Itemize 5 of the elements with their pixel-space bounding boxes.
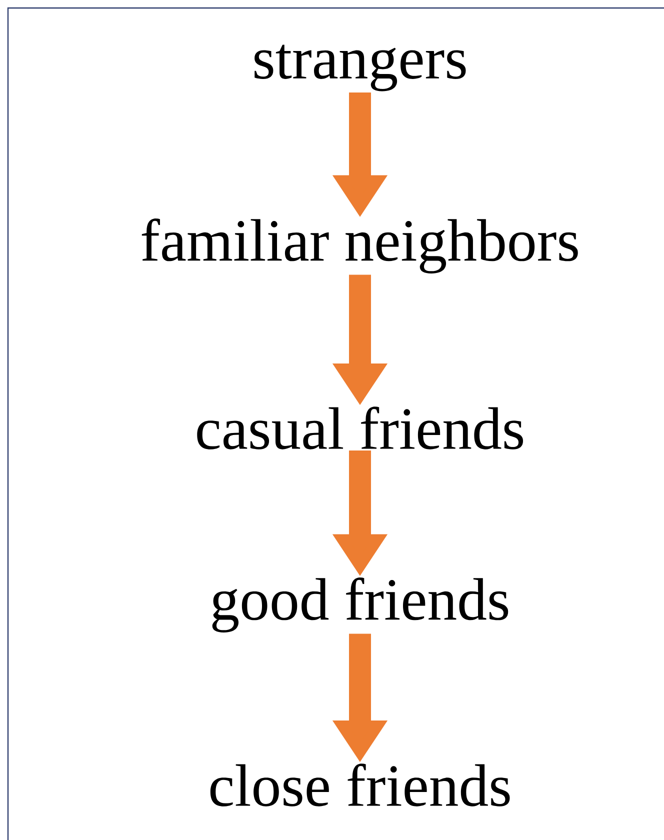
- stage-label: good friends: [212, 578, 508, 632]
- stage-label: casual friends: [197, 406, 524, 450]
- stage-label: close friends: [210, 764, 510, 806]
- stage-label: familiar neighbors: [142, 218, 578, 274]
- stage-label: strangers: [254, 44, 466, 92]
